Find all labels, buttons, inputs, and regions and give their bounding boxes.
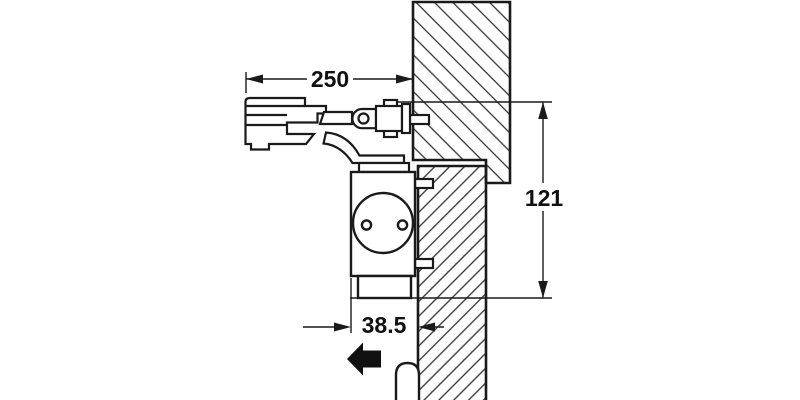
arrowhead-down: [538, 281, 548, 298]
arm-pivot-hole: [357, 112, 370, 125]
door-leaf-bottom-edge: [394, 361, 421, 400]
dimension-250: 250: [245, 64, 413, 93]
door-direction-arrow-icon: [347, 342, 381, 376]
closer-bottom-cap: [356, 274, 413, 300]
mounting-pin-top: [413, 177, 435, 190]
door-section: [416, 164, 488, 400]
dimension-121: 121: [519, 102, 569, 298]
dimension-38-5: 38.5: [303, 278, 444, 338]
arrowhead-inward-left: [334, 322, 351, 332]
closer-arm: [318, 107, 378, 130]
pivot-block-pin: [408, 113, 431, 126]
dimension-250-label: 250: [311, 66, 349, 92]
arrowhead-up: [538, 102, 548, 119]
pivot-block: [374, 98, 431, 139]
mounting-hole-left: [360, 219, 373, 231]
arrowhead-left: [246, 74, 263, 84]
slide-rail-bracket: [244, 96, 328, 151]
closer-face-circle: [351, 191, 415, 255]
pivot-block-backplate: [400, 102, 412, 135]
dimension-121-label: 121: [525, 185, 564, 211]
arrowhead-inward-right: [418, 322, 435, 332]
arrowhead-right: [396, 74, 413, 84]
wall-section: [411, 0, 512, 185]
mounting-pin-bottom: [413, 257, 435, 270]
door-closer-body: [349, 161, 435, 300]
closer-top-plate: [357, 161, 411, 174]
dimension-38-5-label: 38.5: [362, 312, 407, 338]
mounting-hole-right: [396, 219, 409, 231]
